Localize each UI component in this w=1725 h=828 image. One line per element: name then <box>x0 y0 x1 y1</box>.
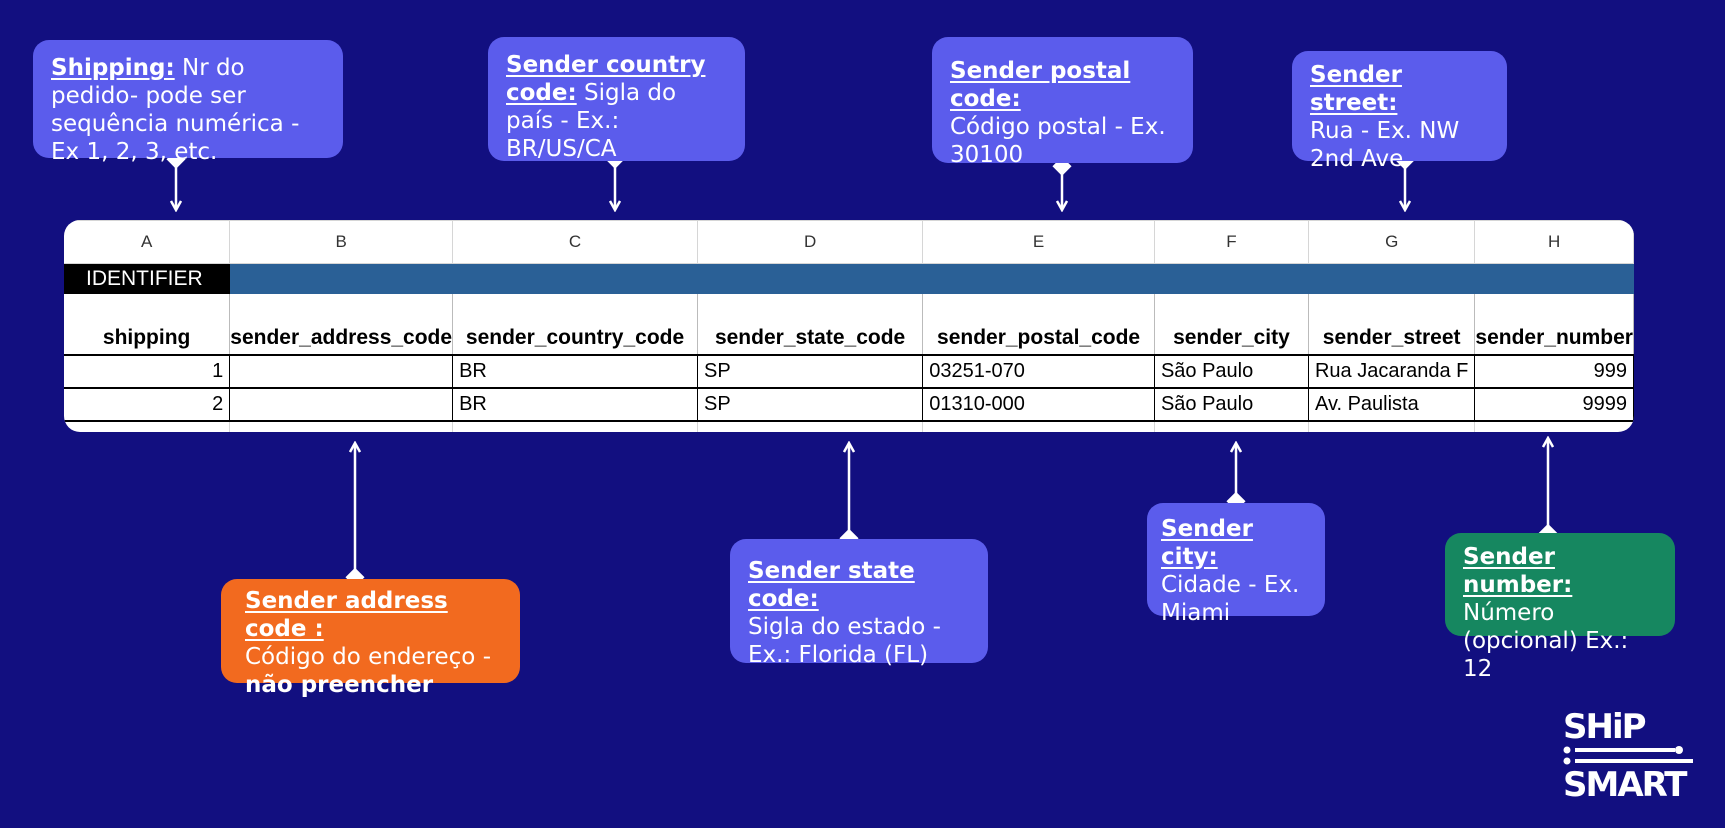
callout-postal-code-title: Sender postal code: <box>950 58 1131 112</box>
field-header-row: shipping sender_address_code sender_coun… <box>64 294 1634 356</box>
callout-address-code: Sender address code : Código do endereço… <box>221 579 520 698</box>
callout-number: Sender number: Número (opcional) Ex.: 12 <box>1445 533 1675 682</box>
cell-state-code: SP <box>697 355 924 389</box>
callout-shipping-text: Nr do pedido- pode ser sequência numéric… <box>51 55 300 165</box>
cell-address-code <box>229 355 454 389</box>
header-sender-address-code: sender_address_code <box>229 294 454 356</box>
logo-line-2: SMART <box>1563 765 1687 805</box>
cell-shipping: 2 <box>64 388 231 422</box>
column-letter: E <box>922 220 1155 264</box>
cell-postal-code: 03251-070 <box>922 355 1155 389</box>
column-letter: G <box>1308 220 1476 264</box>
callout-city-title: Sender city: <box>1161 516 1253 570</box>
cell-city: São Paulo <box>1154 355 1309 389</box>
cell-city: São Paulo <box>1154 388 1309 422</box>
callout-street-title: Sender street: <box>1310 62 1402 116</box>
callout-shipping: Shipping: Nr do pedido- pode ser sequênc… <box>33 40 343 165</box>
header-sender-state-code: sender_state_code <box>697 294 924 356</box>
column-letter: C <box>452 220 698 264</box>
cell-address-code <box>229 388 454 422</box>
logo-dots-icon <box>1563 746 1693 765</box>
spreadsheet: A B C D E F G H IDENTIFIER shipping send… <box>64 220 1634 432</box>
header-sender-city: sender_city <box>1154 294 1309 356</box>
spreadsheet-table: A B C D E F G H IDENTIFIER shipping send… <box>64 220 1634 432</box>
cell-country-code: BR <box>452 388 698 422</box>
cell-street: Rua Jacaranda F <box>1308 355 1476 389</box>
table-row: 2 BR SP 01310-000 São Paulo Av. Paulista… <box>64 388 1634 422</box>
cell-state-code: SP <box>697 388 924 422</box>
callout-country-code-title: Sender country code: <box>506 52 706 106</box>
header-sender-postal-code: sender_postal_code <box>922 294 1155 356</box>
header-sender-street: sender_street <box>1308 294 1476 356</box>
callout-number-text: Número (opcional) Ex.: 12 <box>1463 600 1629 682</box>
column-letter: B <box>229 220 454 264</box>
cell-country-code: BR <box>452 355 698 389</box>
callout-street-text: Rua - Ex. NW 2nd Ave <box>1310 118 1460 172</box>
callout-state-code-title: Sender state code: <box>748 558 915 612</box>
callout-shipping-title: Shipping: <box>51 55 175 81</box>
cell-shipping: 1 <box>64 355 231 389</box>
callout-city: Sender city: Cidade - Ex. Miami <box>1147 503 1325 626</box>
header-sender-country-code: sender_country_code <box>452 294 698 356</box>
logo-line-1: SHiP <box>1563 707 1647 747</box>
column-letter: F <box>1154 220 1309 264</box>
callout-state-code-text: Sigla do estado - Ex.: Florida (FL) <box>748 614 941 668</box>
callout-address-code-strong: não preencher <box>245 672 434 698</box>
table-row: 1 BR SP 03251-070 São Paulo Rua Jacarand… <box>64 355 1634 389</box>
callout-state-code: Sender state code: Sigla do estado - Ex.… <box>730 539 988 668</box>
callout-postal-code: Sender postal code: Código postal - Ex. … <box>932 37 1193 168</box>
column-letter: H <box>1474 220 1634 264</box>
cell-street: Av. Paulista <box>1308 388 1476 422</box>
cell-number: 9999 <box>1474 388 1634 422</box>
shipsmart-logo: SHiP SMART <box>1563 710 1693 806</box>
callout-postal-code-text: Código postal - Ex. 30100 <box>950 114 1166 168</box>
callout-city-text: Cidade - Ex. Miami <box>1161 572 1300 626</box>
callout-number-title: Sender number: <box>1463 544 1573 598</box>
callout-street: Sender street: Rua - Ex. NW 2nd Ave <box>1292 51 1507 172</box>
callout-address-code-text: Código do endereço - <box>245 644 491 670</box>
empty-row <box>64 421 1634 432</box>
callout-country-code-text: Sigla do país - Ex.: BR/US/CA <box>506 80 677 162</box>
callout-country-code: Sender country code: Sigla do país - Ex.… <box>488 37 745 162</box>
cell-number: 999 <box>1474 355 1634 389</box>
header-sender-number: sender_number <box>1474 294 1634 356</box>
group-row: IDENTIFIER <box>64 263 1634 294</box>
header-band <box>229 263 1634 294</box>
column-letter: D <box>697 220 924 264</box>
column-letters-row: A B C D E F G H <box>64 220 1634 264</box>
cell-postal-code: 01310-000 <box>922 388 1155 422</box>
callout-address-code-title: Sender address code : <box>245 588 448 642</box>
identifier-label: IDENTIFIER <box>64 263 230 294</box>
column-letter: A <box>64 220 231 264</box>
header-shipping: shipping <box>64 294 231 356</box>
